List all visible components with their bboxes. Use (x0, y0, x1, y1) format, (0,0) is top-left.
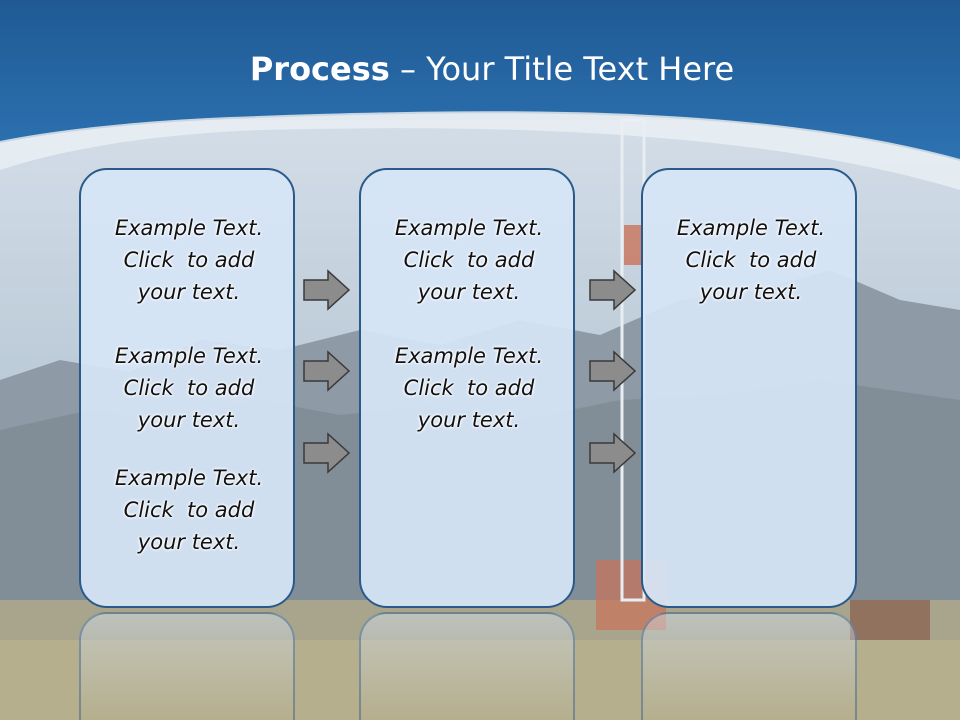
text-line: your text. (137, 408, 241, 432)
text-line: Click to add (685, 248, 817, 272)
text-line: your text. (699, 280, 803, 304)
text-line: Click to add (123, 376, 255, 400)
right-arrow-icon[interactable] (588, 431, 638, 475)
text-line: Example Text. (114, 466, 264, 490)
text-line: Click to add (403, 376, 535, 400)
text-line: Example Text. (114, 216, 264, 240)
process-box-2[interactable]: Example Text. Click to add your text. Ex… (359, 168, 575, 608)
right-arrow-icon[interactable] (588, 349, 638, 393)
text-block[interactable]: Example Text. Click to add your text. (81, 462, 297, 558)
text-line: Example Text. (394, 344, 544, 368)
title-rest: – Your Title Text Here (389, 50, 735, 88)
text-line: Click to add (123, 498, 255, 522)
text-line: Click to add (403, 248, 535, 272)
text-line: your text. (137, 280, 241, 304)
text-line: your text. (417, 280, 521, 304)
right-arrow-icon[interactable] (302, 268, 352, 312)
text-block[interactable]: Example Text. Click to add your text. (643, 212, 859, 308)
text-block[interactable]: Example Text. Click to add your text. (81, 340, 297, 436)
text-line: Example Text. (676, 216, 826, 240)
text-line: Example Text. (394, 216, 544, 240)
box-reflection (359, 612, 575, 720)
slide-title[interactable]: Process – Your Title Text Here (0, 50, 960, 88)
text-block[interactable]: Example Text. Click to add your text. (361, 340, 577, 436)
process-box-1[interactable]: Example Text. Click to add your text. Ex… (79, 168, 295, 608)
text-line: your text. (417, 408, 521, 432)
box-reflection (79, 612, 295, 720)
right-arrow-icon[interactable] (588, 268, 638, 312)
title-bold: Process (249, 50, 390, 88)
text-line: your text. (137, 530, 241, 554)
text-block[interactable]: Example Text. Click to add your text. (81, 212, 297, 308)
text-line: Example Text. (114, 344, 264, 368)
right-arrow-icon[interactable] (302, 349, 352, 393)
process-box-3[interactable]: Example Text. Click to add your text. (641, 168, 857, 608)
right-arrow-icon[interactable] (302, 431, 352, 475)
text-line: Click to add (123, 248, 255, 272)
box-reflection (641, 612, 857, 720)
text-block[interactable]: Example Text. Click to add your text. (361, 212, 577, 308)
